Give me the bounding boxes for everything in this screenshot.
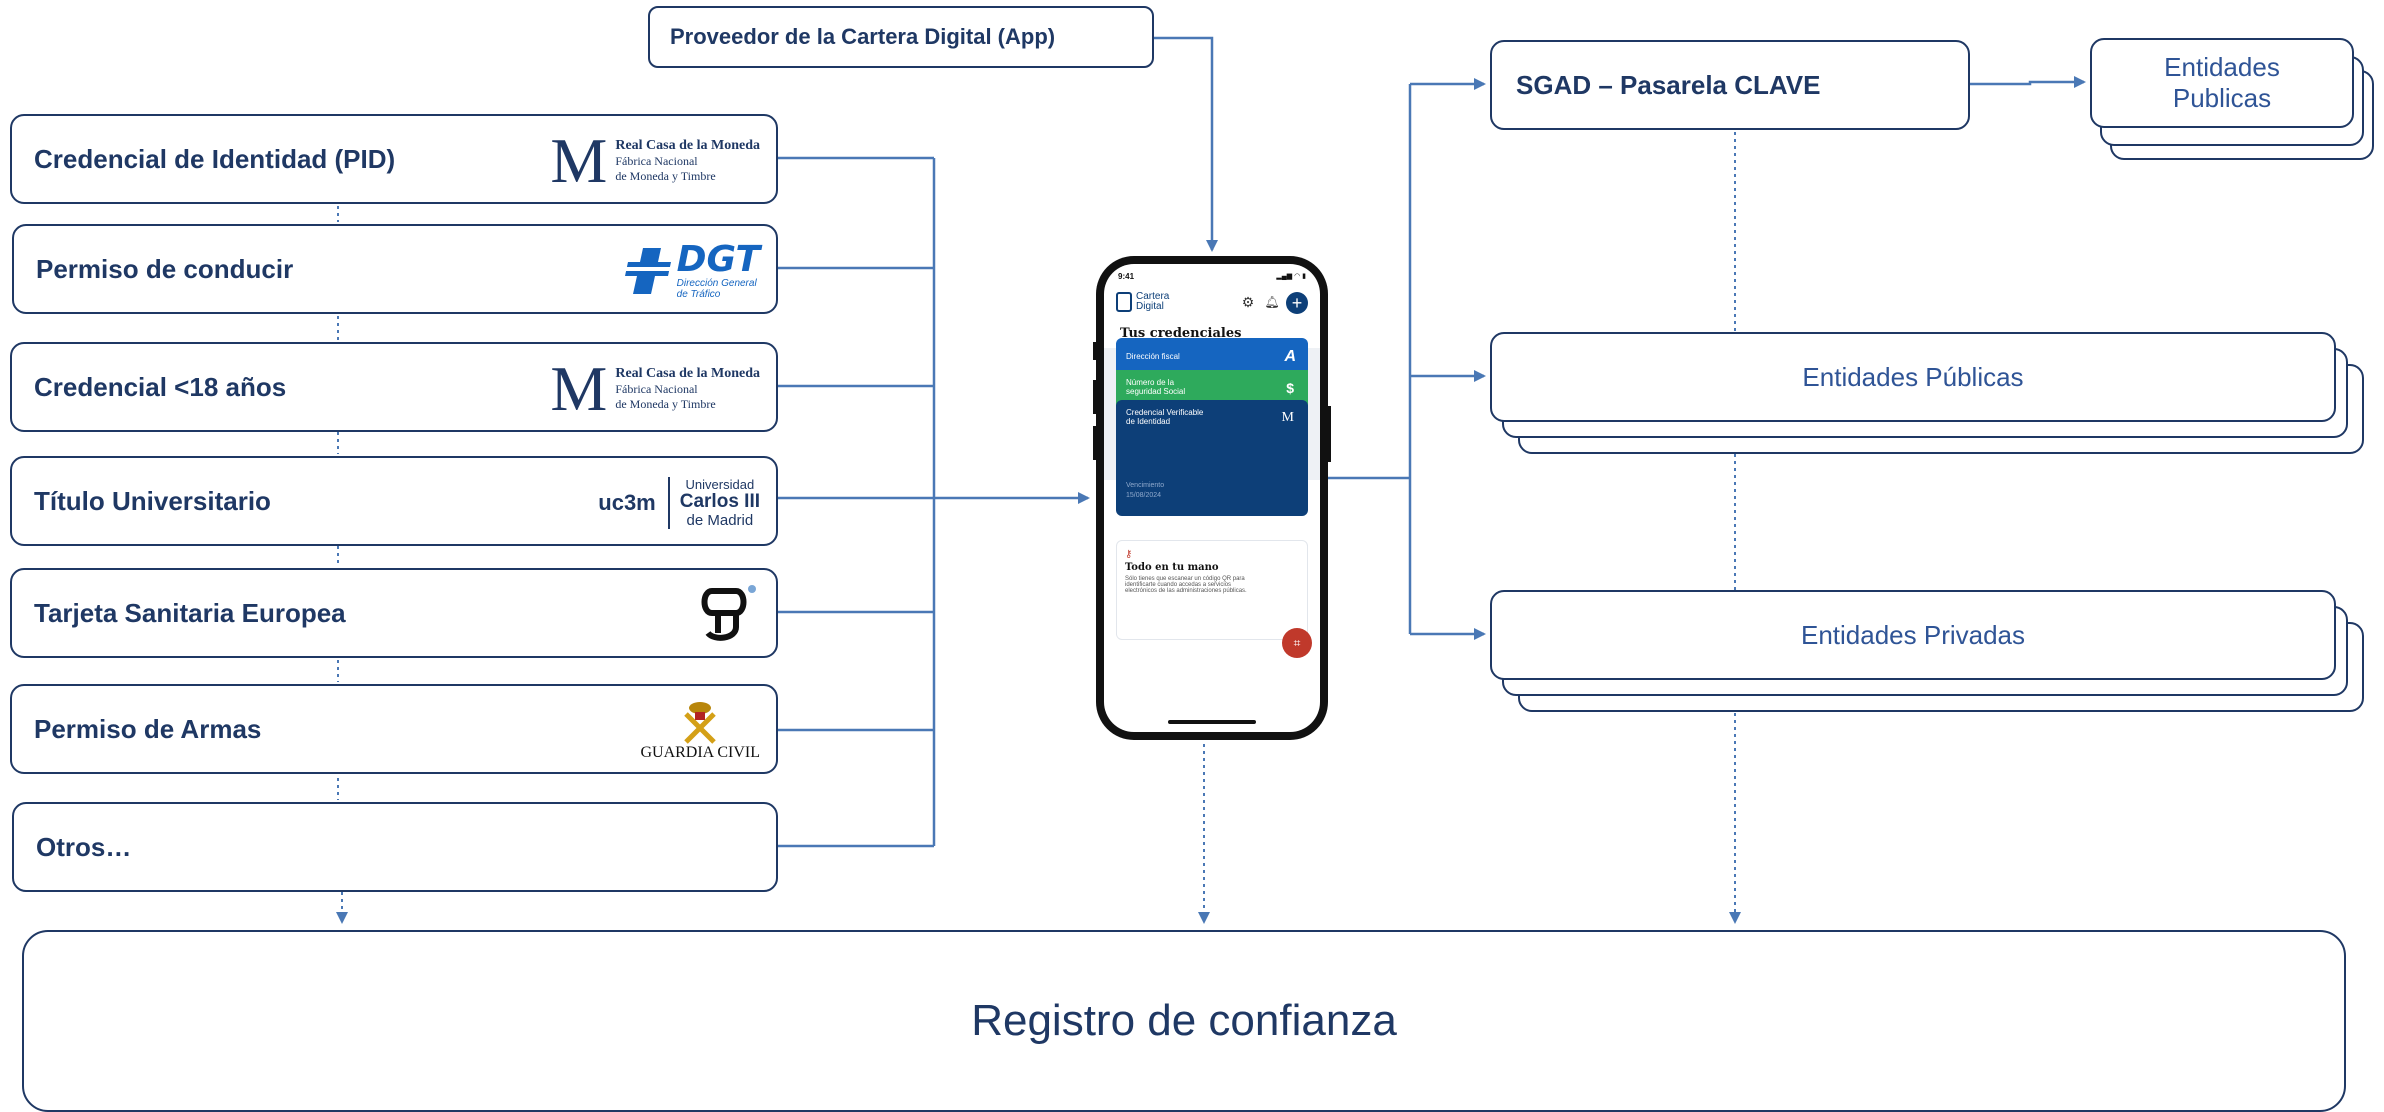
fnmt-line1: Real Casa de la Moneda	[615, 138, 760, 153]
credential-menor: Credencial <18 años M Real Casa de la Mo…	[10, 342, 778, 432]
fnmt-line1: Real Casa de la Moneda	[615, 366, 760, 381]
promo-card: ⚷ Todo en tu mano Sólo tienes que escane…	[1116, 540, 1308, 640]
credential-conducir: Permiso de conducir DGT Dirección Genera…	[12, 224, 778, 314]
uc3m-divider	[667, 477, 670, 529]
guardia-civil-logo: GUARDIA CIVIL	[640, 694, 760, 768]
entidades-top-line2: Publicas	[2172, 83, 2272, 113]
card-label-line1: Número de la	[1126, 378, 1175, 387]
provider-box: Proveedor de la Cartera Digital (App)	[648, 6, 1154, 68]
entidades-publicas-label: Entidades Públicas	[1802, 361, 2024, 392]
status-time: 9:41	[1118, 272, 1135, 281]
fnmt-line2: Fábrica Nacional	[615, 382, 698, 396]
uc3m-logo: uc3m Universidad Carlos III de Madrid	[598, 466, 760, 540]
fnmt-crown-m-icon: M	[550, 353, 608, 424]
uc3m-line1: Universidad	[685, 477, 755, 492]
promo-text-3: electrónicos de las administraciones púb…	[1125, 588, 1247, 594]
registro-box: Registro de confianza	[22, 930, 2346, 1112]
app-name-line2: Digital	[1136, 301, 1164, 312]
promo-text-2: identificarte cuando accedas a servicios	[1125, 582, 1232, 588]
fnmt-crown-m-icon: M	[550, 125, 608, 196]
credential-label: Tarjeta Sanitaria Europea	[34, 597, 346, 628]
expiry-label: Vencimiento	[1126, 482, 1165, 489]
fnmt-logo: M Real Casa de la Moneda Fábrica Naciona…	[550, 124, 760, 198]
uc3m-line3: de Madrid	[686, 512, 754, 529]
entidades-privadas-box: Entidades Privadas	[1490, 590, 2336, 680]
social-security-icon: $	[1286, 380, 1294, 396]
notification-bell-icon[interactable]: 🔔︎	[1264, 295, 1280, 309]
entidades-privadas-label: Entidades Privadas	[1800, 619, 2026, 650]
key-icon: ⚷	[1125, 549, 1133, 560]
dgt-name: DGT	[676, 239, 760, 280]
credential-label: Título Universitario	[34, 485, 271, 516]
arrow-sgad-to-entidades	[1970, 76, 2086, 88]
card-label-line1: Credencial Verificable	[1126, 408, 1204, 417]
fnmt-line2: Fábrica Nacional	[615, 154, 698, 168]
promo-title: Todo en tu mano	[1125, 562, 1219, 573]
dgt-sub2: de Tráfico	[676, 289, 721, 300]
guardia-civil-name: GUARDIA CIVIL	[640, 744, 760, 761]
fnmt-line3: de Moneda y Timbre	[615, 397, 716, 411]
credential-label: Permiso de Armas	[34, 713, 262, 744]
credential-titulo: Título Universitario uc3m Universidad Ca…	[10, 456, 778, 546]
entidades-top-box: Entidades Publicas	[2090, 38, 2354, 128]
settings-icon[interactable]: ⚙	[1241, 294, 1255, 310]
credential-label: Otros…	[36, 831, 132, 862]
guardia-civil-emblem-icon	[684, 702, 716, 744]
provider-label: Proveedor de la Cartera Digital (App)	[670, 24, 1056, 49]
dgt-sub1: Dirección General	[676, 278, 757, 289]
fnmt-card-icon: M	[1281, 410, 1294, 425]
credential-pid: Credencial de Identidad (PID) M Real Cas…	[10, 114, 778, 204]
phone-mockup: 9:41 ▂▄▆ ◠ ▮ Cartera Digital ⚙ 🔔︎ + Tus …	[1093, 256, 1331, 740]
uc3m-short: uc3m	[598, 490, 656, 515]
credential-sanitaria: Tarjeta Sanitaria Europea	[10, 568, 778, 658]
status-icons: ▂▄▆ ◠ ▮	[1276, 273, 1306, 280]
card-label-line2: seguridad Social	[1126, 387, 1186, 396]
app-logo-icon	[1116, 292, 1132, 312]
sgad-box: SGAD – Pasarela CLAVE	[1490, 40, 1970, 130]
entidades-publicas-box: Entidades Públicas	[1490, 332, 2336, 422]
phone-screen: 9:41 ▂▄▆ ◠ ▮ Cartera Digital ⚙ 🔔︎ + Tus …	[1104, 264, 1320, 732]
dgt-logo: DGT Dirección General de Tráfico	[624, 234, 760, 308]
app-name-line1: Cartera	[1136, 291, 1170, 302]
dgt-cross-icon	[624, 248, 671, 294]
credential-label: Permiso de conducir	[36, 253, 294, 284]
health-card-icon	[701, 585, 756, 641]
arrow-provider-to-phone	[1154, 36, 1218, 252]
expiry-date: 15/08/2024	[1126, 492, 1162, 499]
tax-agency-icon: A	[1284, 348, 1296, 365]
home-indicator	[1168, 720, 1256, 724]
card-credencial-identidad[interactable]: Credencial Verificable de Identidad M Ve…	[1116, 400, 1308, 516]
card-label-line2: de Identidad	[1126, 417, 1171, 426]
fnmt-logo: M Real Casa de la Moneda Fábrica Naciona…	[550, 352, 760, 426]
sgad-label: SGAD – Pasarela CLAVE	[1516, 69, 1821, 100]
registro-label: Registro de confianza	[971, 996, 1397, 1045]
credential-otros: Otros…	[12, 802, 778, 892]
fnmt-line3: de Moneda y Timbre	[615, 169, 716, 183]
qr-scan-button[interactable]: ⌗	[1282, 628, 1312, 658]
credential-armas: Permiso de Armas GUARDIA CIVIL	[10, 684, 778, 774]
entidades-top-line1: Entidades	[2164, 52, 2280, 82]
credential-label: Credencial de Identidad (PID)	[34, 143, 396, 174]
uc3m-line2: Carlos III	[679, 491, 760, 512]
promo-text-1: Sólo tienes que escanear un código QR pa…	[1125, 576, 1245, 582]
add-credential-button[interactable]: +	[1286, 292, 1308, 314]
card-label: Dirección fiscal	[1126, 352, 1180, 361]
credential-label: Credencial <18 años	[34, 371, 287, 402]
credentials-heading: Tus credenciales	[1120, 326, 1242, 341]
health-card-logo	[700, 578, 760, 652]
